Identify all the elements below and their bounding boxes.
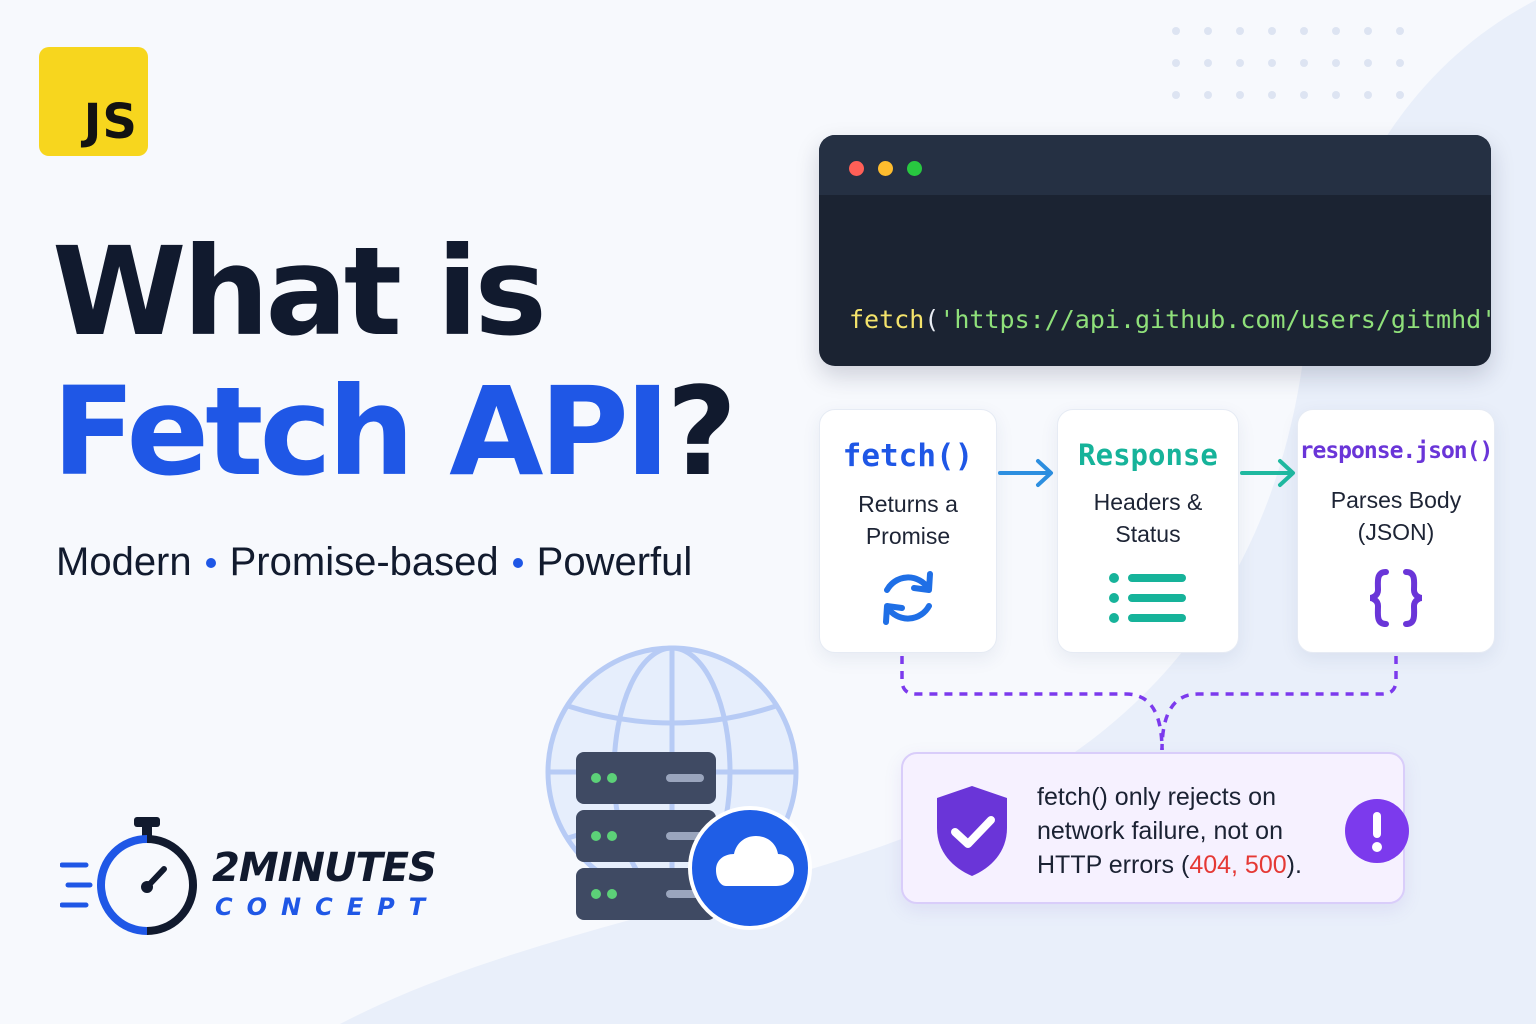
tagline-item-modern: Modern [56, 540, 192, 584]
flow-card-response: Response Headers & Status [1057, 409, 1239, 653]
close-dot-icon [849, 161, 864, 176]
shield-check-icon [937, 786, 1007, 876]
network-illustration [545, 645, 812, 930]
stopwatch-icon [59, 817, 197, 935]
bullet-dot-icon [205, 557, 216, 568]
warning-note: fetch() only rejects on network failure,… [901, 752, 1409, 904]
note-error-codes: 404, 500 [1189, 851, 1287, 879]
code-window-titlebar [819, 135, 1491, 195]
exclamation-icon [1345, 799, 1409, 863]
card-description: Returns a Promise [858, 491, 958, 549]
code-body: fetch('https://api.github.com/users/gitm… [819, 195, 1491, 366]
minimize-dot-icon [878, 161, 893, 176]
code-token: ( [924, 305, 940, 334]
flow-card-fetch: fetch() Returns a Promise [819, 409, 997, 653]
arrow-right-icon [1240, 459, 1295, 487]
page-title-line-1: What is [52, 221, 547, 363]
bullet-dot-icon [512, 557, 523, 568]
dashed-connector [900, 656, 1398, 751]
server-icon [576, 752, 716, 920]
code-window: fetch('https://api.github.com/users/gitm… [819, 135, 1491, 366]
cloud-icon [688, 806, 812, 930]
braces-icon [1369, 569, 1423, 627]
card-title: Response [1078, 438, 1218, 472]
card-description: Headers & Status [1093, 489, 1203, 547]
tagline-item-promise: Promise-based [229, 540, 499, 584]
refresh-icon [883, 571, 933, 625]
tagline-item-powerful: Powerful [536, 540, 693, 584]
card-title: response.json() [1299, 438, 1494, 464]
js-logo-text: JS [83, 94, 138, 150]
title-question-mark: ? [666, 361, 737, 503]
note-text: fetch() only rejects on network failure,… [1037, 780, 1337, 882]
page-title-line-2: Fetch API? [52, 361, 737, 503]
code-token: 'https://api.github.com/users/gitmhd' [939, 305, 1491, 334]
dot-grid [1172, 27, 1404, 99]
arrow-right-icon [998, 459, 1053, 487]
list-icon [1109, 573, 1186, 623]
note-text-end: ). [1286, 851, 1302, 879]
flow-card-json: response.json() Parses Body (JSON) [1297, 409, 1495, 653]
code-line: fetch('https://api.github.com/users/gitm… [849, 299, 1491, 341]
card-description: Parses Body (JSON) [1330, 487, 1462, 545]
brand-logo: 2MINUTES CONCEPT [59, 815, 437, 950]
title-fetch-api: Fetch API [52, 361, 670, 503]
maximize-dot-icon [907, 161, 922, 176]
tagline: Modern Promise-based Powerful [56, 540, 692, 585]
js-logo: JS [39, 47, 148, 156]
brand-subtitle: CONCEPT [215, 893, 440, 921]
card-title: fetch() [842, 438, 974, 474]
code-token: fetch [849, 305, 925, 334]
brand-name: 2MINUTES [212, 845, 437, 891]
note-text-main: fetch() only rejects on network failure,… [1037, 783, 1283, 879]
